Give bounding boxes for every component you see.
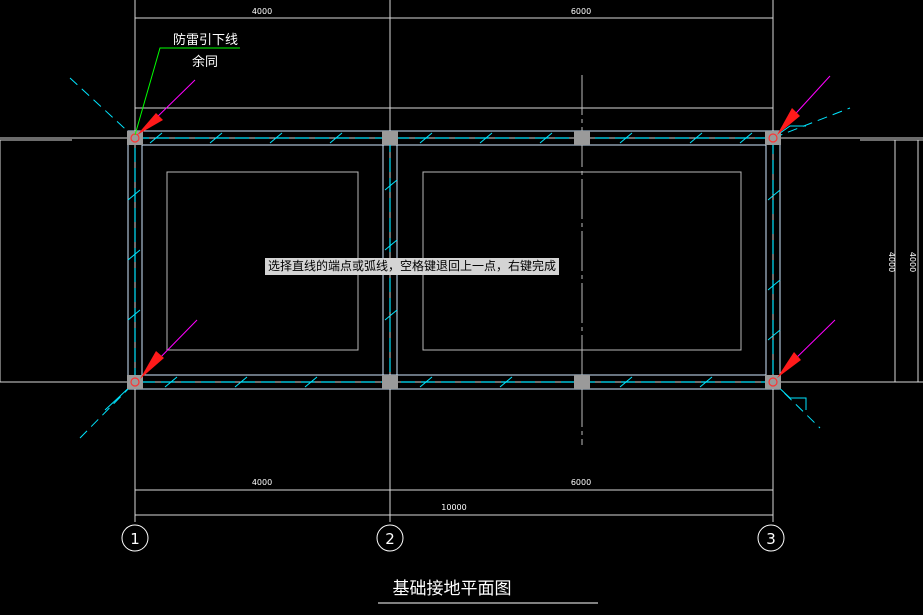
columns <box>127 131 781 389</box>
dim-top-left: 4000 <box>252 7 272 16</box>
dimension-texts: 4000 6000 4000 6000 10000 4000 4000 <box>252 7 917 512</box>
down-conductor-markers <box>130 133 778 387</box>
command-prompt-tooltip: 选择直线的端点或弧线，空格键退回上一点，右键完成 <box>265 258 560 275</box>
annotation-leader <box>134 47 240 136</box>
axis-label-3: 3 <box>766 530 776 548</box>
grid-axis-bubbles <box>121 524 785 552</box>
dim-bottom-left: 4000 <box>252 478 272 487</box>
dim-side-outer: 4000 <box>908 252 917 272</box>
drawing-title: 基础接地平面图 <box>393 579 512 599</box>
annotation-line1: 防雷引下线 <box>173 32 238 48</box>
dim-side-inner: 4000 <box>887 252 896 272</box>
annotation-line2: 余同 <box>192 54 218 70</box>
red-arrows <box>137 108 801 379</box>
hatch-marks <box>127 132 781 388</box>
dim-bottom-right: 6000 <box>571 478 591 487</box>
dim-bottom-total: 10000 <box>441 503 466 512</box>
axis-label-1: 1 <box>130 530 140 548</box>
axis-label-2: 2 <box>385 530 395 548</box>
magenta-leaders <box>149 75 836 367</box>
dim-top-right: 6000 <box>571 7 591 16</box>
corner-leaders-cyan <box>69 77 851 439</box>
